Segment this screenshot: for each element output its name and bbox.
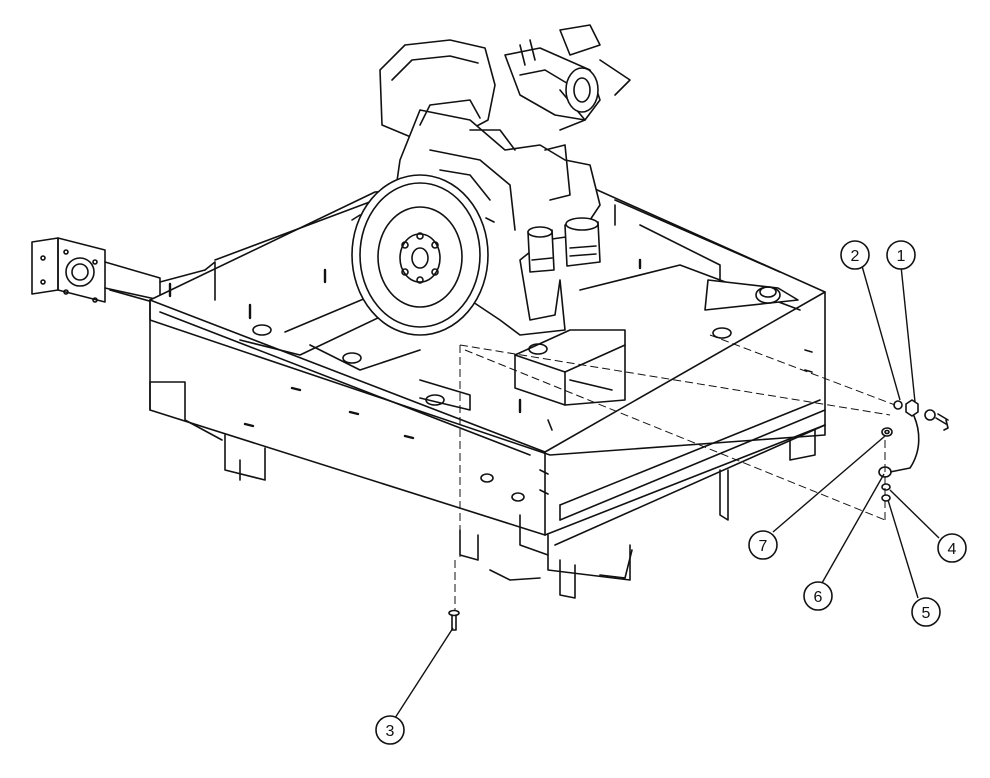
callout-1: 1 — [886, 240, 916, 270]
alignment-lines — [454, 334, 896, 610]
callout-label: 1 — [897, 248, 906, 265]
callout-circle — [937, 533, 967, 563]
frame-base — [149, 179, 826, 599]
callout-circle — [886, 240, 916, 270]
oil-filters — [527, 217, 601, 273]
callout-7: 7 — [748, 530, 778, 560]
callout-circle — [375, 715, 405, 745]
leader-lines — [394, 265, 940, 719]
filler-neck — [755, 286, 781, 304]
callout-label: 7 — [759, 538, 768, 555]
callout-6: 6 — [803, 581, 833, 611]
callout-4: 4 — [937, 533, 967, 563]
callout-3: 3 — [375, 715, 405, 745]
tow-mount-bracket — [31, 237, 161, 305]
flywheel — [351, 174, 495, 336]
mounting-screw — [448, 609, 460, 631]
callout-circle — [803, 581, 833, 611]
engine — [379, 24, 631, 336]
callout-label: 5 — [922, 605, 931, 622]
callout-circle — [748, 530, 778, 560]
callout-label: 4 — [948, 541, 957, 558]
callout-balloons: 1 2 3 4 5 6 7 — [375, 240, 967, 745]
callout-circle — [840, 240, 870, 270]
callout-label: 3 — [386, 723, 395, 740]
callout-label: 2 — [851, 248, 860, 265]
callout-circle — [911, 597, 941, 627]
callout-2: 2 — [840, 240, 870, 270]
frame-holes — [168, 258, 642, 440]
callout-label: 6 — [814, 589, 823, 606]
callout-5: 5 — [911, 597, 941, 627]
frame-grommets — [252, 324, 732, 502]
